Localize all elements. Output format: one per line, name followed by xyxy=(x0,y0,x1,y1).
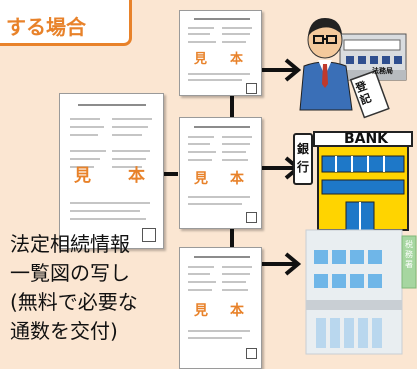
caption: 法定相続情報 一覧図の写し (無料で必要な 通数を交付) xyxy=(10,230,180,346)
bank-vertical-sign: 銀行 xyxy=(296,142,309,174)
document-large: 見 本 xyxy=(59,93,164,249)
document-middle: 見 本 xyxy=(179,117,262,229)
sample-stamp-right: 本 xyxy=(230,303,244,319)
sample-stamp-left: 見 xyxy=(74,166,91,186)
sample-stamp-left: 見 xyxy=(194,171,208,187)
sample-stamp-left: 見 xyxy=(194,303,208,319)
sample-stamp-right: 本 xyxy=(230,171,244,187)
registry-sign: 法務局 xyxy=(372,67,393,75)
caption-line-4: 通数を交付) xyxy=(10,319,118,343)
caption-line-2: 一覧図の写し xyxy=(10,261,130,285)
arrow-to-office xyxy=(262,252,302,276)
title: する場合 xyxy=(6,15,86,39)
sample-stamp-left: 見 xyxy=(194,52,208,67)
arrow-to-bank xyxy=(262,156,302,180)
arrow-to-registry xyxy=(262,58,302,82)
office-illustration xyxy=(305,229,417,355)
document-top: 見 本 xyxy=(179,10,262,96)
bank-illustration xyxy=(293,131,413,231)
bank-sign: BANK xyxy=(343,131,389,147)
document-bottom: 見 本 xyxy=(179,247,262,369)
caption-line-1: 法定相続情報 xyxy=(10,232,130,256)
sample-stamp-right: 本 xyxy=(128,166,145,186)
registry-illustration xyxy=(299,18,407,119)
office-sign: 税務署 xyxy=(405,240,413,269)
title-box: する場合 xyxy=(0,0,132,46)
sample-stamp-right: 本 xyxy=(230,52,244,67)
caption-line-3: (無料で必要な xyxy=(10,290,138,314)
